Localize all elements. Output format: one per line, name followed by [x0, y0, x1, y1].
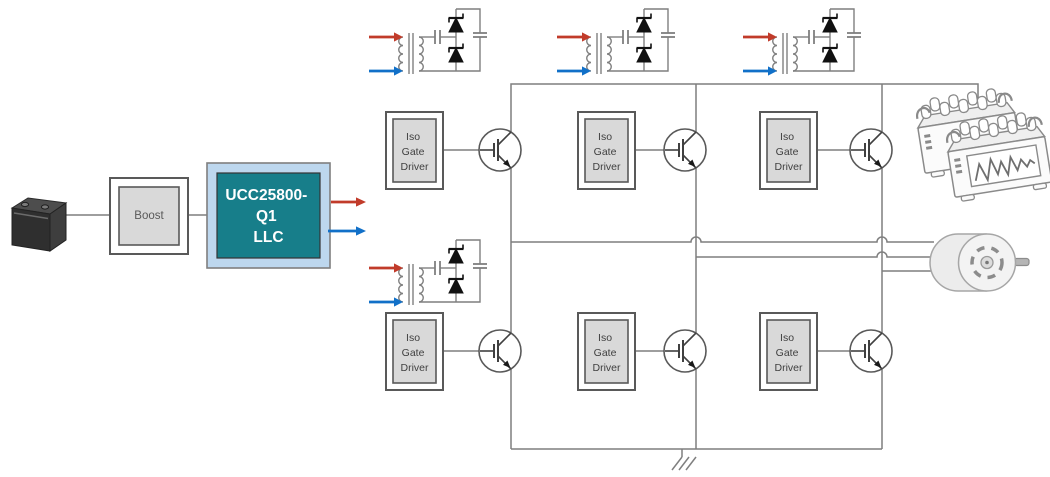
igbt-transistor-bottom-1	[478, 329, 522, 373]
llc-label: Q1	[256, 208, 277, 225]
ground-icon	[671, 456, 697, 471]
llc-controller-block: UCC25800- Q1 LLC	[206, 162, 366, 269]
iso-driver-label: Gate	[776, 347, 799, 359]
iso-driver-label: Driver	[593, 362, 622, 374]
svg-text:Iso Gate Driver: Iso Gate Driver	[401, 131, 430, 173]
iso-driver-label: Gate	[594, 146, 617, 158]
iso-driver-label: Iso	[780, 332, 794, 344]
iso-driver-label: Gate	[402, 146, 425, 158]
red-arrow-icon	[331, 197, 366, 207]
iso-driver-label: Driver	[593, 161, 622, 173]
iso-driver-label: Driver	[775, 161, 804, 173]
battery-pack-icon	[912, 84, 1050, 204]
iso-driver-label: Iso	[406, 131, 420, 143]
iso-gate-driver-top-2: Iso Gate Driver	[577, 111, 636, 190]
svg-text:Iso Gate Driver: Iso Gate Driver	[593, 332, 622, 374]
iso-driver-label: Gate	[594, 347, 617, 359]
boost-block: Boost	[109, 177, 189, 255]
phase-line-b	[696, 251, 934, 258]
iso-gate-driver-bottom-1: Iso Gate Driver	[385, 312, 444, 391]
motor-icon	[929, 233, 1030, 292]
llc-label: UCC25800-	[225, 187, 307, 204]
iso-driver-label: Iso	[598, 131, 612, 143]
transformer-rectifier-icon-1	[367, 7, 489, 77]
phase-line-a	[511, 236, 934, 243]
inverter-top-rail-and-leg1	[510, 83, 979, 449]
iso-driver-label: Driver	[401, 362, 430, 374]
iso-driver-label: Driver	[775, 362, 804, 374]
igbt-transistor-bottom-2	[663, 329, 707, 373]
iso-gate-driver-top-1: Iso Gate Driver	[385, 111, 444, 190]
iso-driver-label: Iso	[406, 332, 420, 344]
transformer-rectifier-icon-3	[741, 7, 863, 77]
transformer-rectifier-icon-4	[367, 238, 489, 309]
igbt-transistor-top-1	[478, 128, 522, 172]
iso-driver-label: Iso	[598, 332, 612, 344]
igbt-transistor-top-3	[849, 128, 893, 172]
svg-text:Iso Gate Driver: Iso Gate Driver	[775, 131, 804, 173]
transformer-rectifier-icon-2	[555, 7, 677, 77]
boost-label: Boost	[134, 210, 164, 222]
blue-arrow-icon	[328, 226, 366, 236]
schematic-wires	[60, 83, 979, 457]
iso-driver-label: Iso	[780, 131, 794, 143]
waveform-graphic	[974, 154, 1036, 183]
igbt-transistor-top-2	[663, 128, 707, 172]
igbt-transistor-bottom-3	[849, 329, 893, 373]
iso-gate-driver-bottom-2: Iso Gate Driver	[577, 312, 636, 391]
iso-driver-label: Gate	[402, 347, 425, 359]
svg-text:UCC25800- Q1 LLC: UCC25800- Q1 LLC	[225, 187, 311, 246]
svg-text:Iso Gate Driver: Iso Gate Driver	[593, 131, 622, 173]
battery-icon	[10, 197, 68, 252]
svg-text:Iso Gate Driver: Iso Gate Driver	[775, 332, 804, 374]
iso-driver-label: Driver	[401, 161, 430, 173]
iso-gate-driver-top-3: Iso Gate Driver	[759, 111, 818, 190]
llc-label: LLC	[253, 229, 283, 246]
iso-driver-label: Gate	[776, 146, 799, 158]
iso-gate-driver-bottom-3: Iso Gate Driver	[759, 312, 818, 391]
svg-text:Iso Gate Driver: Iso Gate Driver	[401, 332, 430, 374]
